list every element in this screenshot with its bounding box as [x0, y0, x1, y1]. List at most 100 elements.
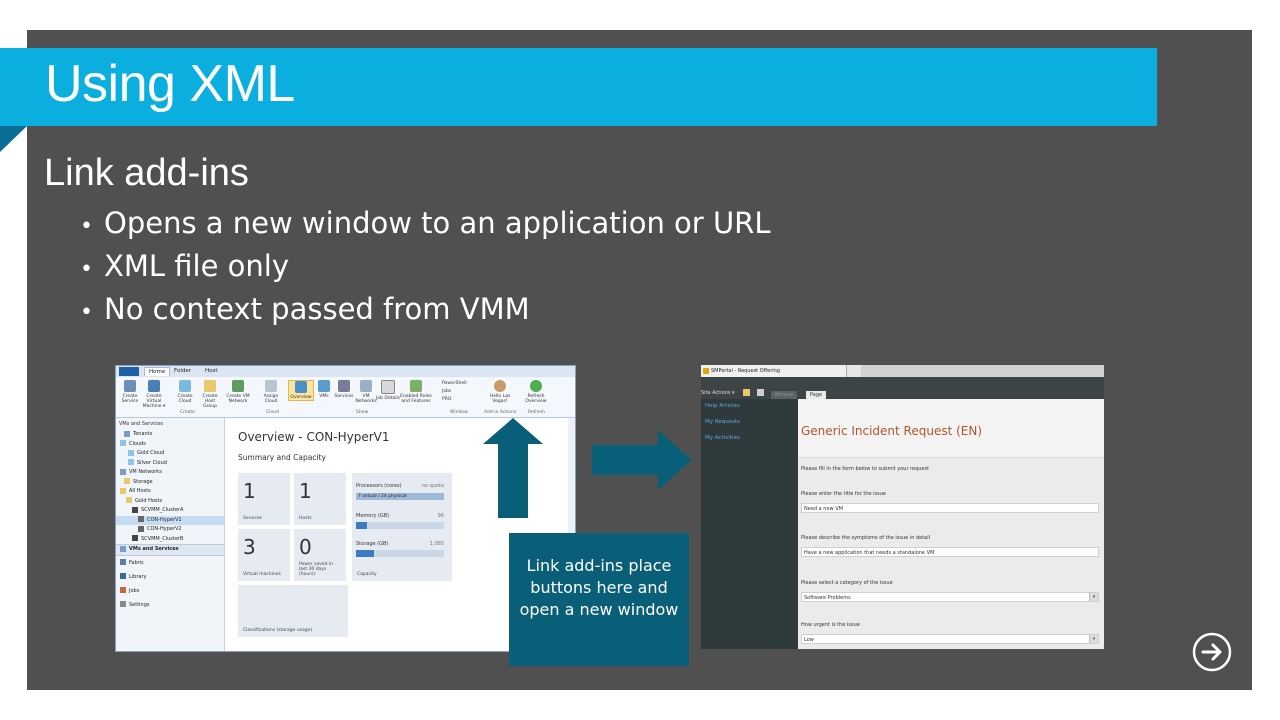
capacity-tile[interactable]: Processors (cores)no quota 7 virtual / 2… — [352, 473, 452, 581]
q2-label: Please describe the symptoms of the issu… — [801, 535, 931, 541]
create-vm-button[interactable]: Create Virtual Machine ▾ — [142, 380, 166, 409]
arrow-right-icon — [592, 430, 692, 490]
tab-browse[interactable]: Browse — [771, 391, 798, 399]
bullet-text: Opens a new window to an application or … — [104, 206, 771, 240]
refresh-icon — [530, 380, 542, 392]
tile-label: Services — [243, 516, 262, 521]
job-details-icon — [381, 380, 395, 394]
vms-button[interactable]: VMs — [312, 380, 336, 399]
next-slide-icon[interactable] — [1192, 632, 1232, 672]
tab-home[interactable]: Home — [144, 367, 171, 376]
slide-title: Using XML — [45, 55, 295, 113]
settings-icon — [120, 601, 126, 607]
q3-label: Please select a category of the issue — [801, 580, 893, 586]
storage-bar — [356, 550, 444, 557]
create-cloud-button[interactable]: Create Cloud — [173, 380, 197, 404]
cluster-icon — [132, 506, 138, 513]
overview-button[interactable]: Overview — [288, 380, 314, 401]
folder-icon[interactable] — [743, 389, 750, 396]
vm-icon — [148, 380, 160, 392]
nav-item-all-hosts[interactable]: All Hosts — [116, 487, 224, 497]
tab-host[interactable]: Host — [205, 368, 218, 374]
cloud-icon — [128, 459, 134, 465]
navigation-pane: VMs and Services Tenants Clouds Gold Clo… — [116, 418, 225, 651]
storage-row: Storage (GB)1,085 — [356, 541, 444, 547]
power-tile[interactable]: 0 Power saved in last 30 days (hours) — [294, 529, 346, 581]
nav-link-help-articles[interactable]: Help Articles — [705, 403, 740, 409]
vm-networks-icon — [360, 380, 372, 392]
title-fold — [0, 126, 27, 152]
services-button[interactable]: Services — [332, 380, 356, 399]
nav-link-my-requests[interactable]: My Requests — [705, 419, 740, 425]
app-menu-button[interactable] — [119, 367, 139, 376]
memory-row: Memory (GB)96 — [356, 513, 444, 519]
workspace-fabric[interactable]: Fabric — [116, 556, 224, 570]
nav-item-gold-cloud[interactable]: Gold Cloud — [116, 449, 224, 459]
enabled-roles-button[interactable]: Enabled Roles and Features — [400, 380, 432, 404]
symptoms-input[interactable]: Have a new application that needs a stan… — [801, 547, 1099, 557]
vms-tile[interactable]: 3 Virtual machines — [238, 529, 290, 581]
jobs-item[interactable]: Jobs — [442, 389, 452, 394]
create-service-button[interactable]: Create Service — [118, 380, 142, 404]
hosts-tile[interactable]: 1 Hosts — [294, 473, 346, 525]
assign-cloud-icon — [265, 380, 277, 392]
nav-item-cluster-a[interactable]: SCVMM_ClusterA — [116, 506, 224, 516]
ribbon-bar: Site Actions ▾ Browse Page — [701, 377, 1104, 399]
edit-icon[interactable] — [757, 389, 764, 396]
vm-networks-button[interactable]: VM Networks — [354, 380, 378, 404]
hello-las-vegas-button[interactable]: Hello Las Vegas! — [488, 380, 512, 404]
tab-page[interactable]: Page — [806, 391, 827, 399]
nav-item-tenants[interactable]: Tenants — [116, 430, 224, 440]
classifications-tile[interactable]: Classifications (storage usage) — [238, 585, 348, 637]
create-vm-network-button[interactable]: Create VM Network — [226, 380, 250, 404]
bullet-item: •XML file only — [80, 245, 770, 288]
bullet-text: No context passed from VMM — [104, 292, 530, 326]
slide-subheading: Link add-ins — [44, 152, 249, 194]
nav-item-con-hyperv2[interactable]: CON-HyperV2 — [116, 525, 224, 535]
group-label: Window — [450, 410, 468, 415]
new-tab-button[interactable] — [846, 365, 861, 377]
nav-item-clouds[interactable]: Clouds — [116, 440, 224, 450]
overview-title: Overview - CON-HyperV1 — [238, 430, 390, 444]
create-host-group-button[interactable]: Create Host Group — [198, 380, 222, 409]
tile-label: Hosts — [299, 516, 312, 521]
service-icon — [124, 380, 136, 392]
job-details-button[interactable]: Job Details — [376, 380, 400, 401]
nav-item-storage[interactable]: Storage — [116, 478, 224, 488]
cloud-icon — [128, 449, 134, 456]
group-label: Refresh — [528, 410, 545, 415]
tab-folder[interactable]: Folder — [174, 368, 191, 374]
nav-item-cluster-b[interactable]: SCVMM_ClusterB — [116, 535, 224, 545]
tile-label: Classifications (storage usage) — [243, 628, 313, 633]
workspace-jobs[interactable]: Jobs — [116, 584, 224, 598]
overview-icon — [295, 381, 307, 393]
form-header: Generic Incident Request (EN) — [798, 399, 1104, 458]
category-select[interactable]: Software Problems▾ — [801, 592, 1099, 602]
site-actions-menu[interactable]: Site Actions ▾ — [701, 390, 735, 396]
title-input[interactable]: Need a new VM — [801, 503, 1099, 513]
workspace-library[interactable]: Library — [116, 570, 224, 584]
bullet-list: •Opens a new window to an application or… — [80, 202, 770, 331]
pro-item[interactable]: PRO — [442, 397, 452, 402]
workspace-settings[interactable]: Settings — [116, 598, 224, 612]
refresh-overview-button[interactable]: Refresh Overview — [524, 380, 548, 404]
services-tile[interactable]: 1 Services — [238, 473, 290, 525]
cloud-icon — [179, 380, 191, 392]
nav-item-gold-hosts[interactable]: Gold Hosts — [116, 497, 224, 507]
ribbon: Create Service Create Virtual Machine ▾ … — [116, 377, 575, 418]
request-form: Generic Incident Request (EN) Please fil… — [798, 399, 1104, 649]
folder-icon — [120, 487, 126, 494]
urgency-select[interactable]: Low▾ — [801, 634, 1099, 644]
form-title: Generic Incident Request (EN) — [801, 424, 983, 438]
workspace-vms-and-services[interactable]: VMs and Services — [116, 544, 224, 556]
browser-tab[interactable]: SMPortal - Request Offering — [701, 365, 846, 377]
tile-label: Power saved in last 30 days (hours) — [299, 562, 333, 577]
nav-link-my-activities[interactable]: My Activities — [705, 435, 740, 441]
assign-cloud-button[interactable]: Assign Cloud — [259, 380, 283, 404]
network-icon — [232, 380, 244, 392]
nav-item-con-hyperv1[interactable]: CON-HyperV1 — [116, 515, 224, 525]
powershell-item[interactable]: PowerShell — [442, 381, 467, 386]
nav-item-vm-networks[interactable]: VM Networks — [116, 468, 224, 478]
nav-item-silver-cloud[interactable]: Silver Cloud — [116, 459, 224, 469]
sm-portal-screenshot: SMPortal - Request Offering Site Actions… — [701, 365, 1104, 649]
